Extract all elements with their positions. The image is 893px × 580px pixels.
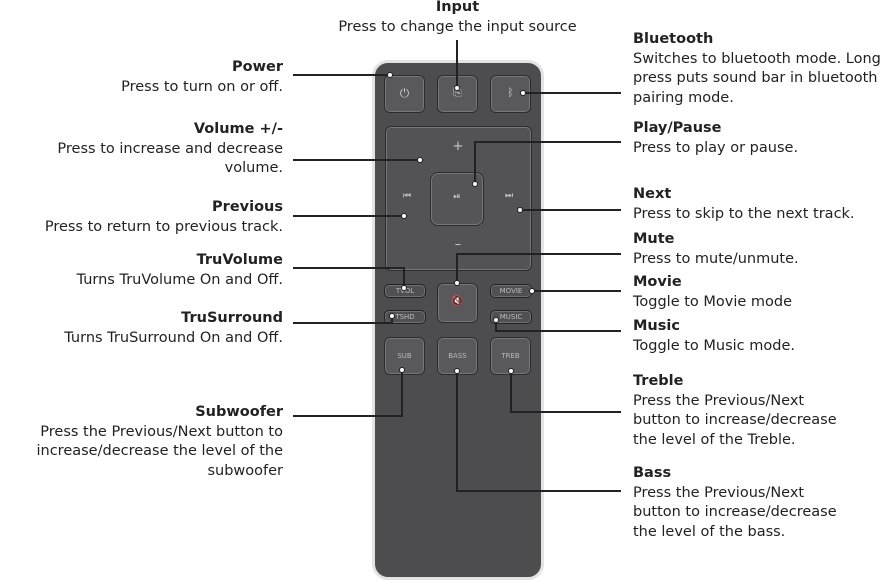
play-pause-icon: ⏯: [453, 192, 461, 202]
sub-button[interactable]: SUB: [384, 337, 425, 375]
treble-desc-1: Press the Previous/Next: [633, 392, 805, 409]
movie-title: Movie: [633, 274, 682, 290]
treble-line: [510, 371, 621, 413]
music-line: [495, 320, 621, 332]
previous-label: Previous Press to return to previous tra…: [0, 198, 283, 237]
previous-desc: Press to return to previous track.: [44, 218, 283, 235]
subwoofer-label: Subwoofer Press the Previous/Next button…: [0, 403, 283, 481]
bluetooth-icon: ᛒ: [507, 86, 514, 99]
subwoofer-desc-2: increase/decrease the level of the: [36, 443, 283, 459]
bluetooth-label: Bluetooth Switches to bluetooth mode. Lo…: [633, 30, 891, 108]
volume-title: Volume +/-: [193, 121, 283, 137]
bass-desc-3: the level of the bass.: [633, 523, 786, 540]
bass-desc-1: Press the Previous/Next: [633, 484, 805, 501]
mute-button[interactable]: 🔇: [437, 283, 478, 323]
bass-title: Bass: [633, 465, 672, 481]
mute-title: Mute: [633, 231, 675, 247]
power-title: Power: [232, 59, 283, 75]
treb-button-label: TREB: [501, 352, 520, 360]
power-button[interactable]: ⏻: [384, 75, 425, 113]
input-icon: ⎘: [453, 86, 462, 99]
mute-label: Mute Press to mute/unmute.: [633, 230, 891, 269]
playpause-line: [474, 141, 621, 184]
volume-down-button[interactable]: –: [454, 237, 462, 252]
previous-title: Previous: [212, 199, 283, 215]
mute-line: [456, 253, 621, 283]
volume-desc-1: Press to increase and decrease: [57, 140, 283, 157]
truvolume-line: [293, 267, 405, 288]
treble-desc-3: the level of the Treble.: [633, 431, 796, 448]
next-icon[interactable]: ⏭: [504, 191, 514, 201]
subwoofer-desc-1: Press the Previous/Next button to: [40, 423, 283, 440]
input-desc: Press to change the input source: [338, 18, 577, 35]
previous-icon[interactable]: ⏮: [402, 191, 412, 201]
music-title: Music: [633, 318, 680, 334]
treble-title: Treble: [633, 373, 684, 389]
bluetooth-title: Bluetooth: [633, 31, 714, 47]
input-label: Input Press to change the input source: [320, 0, 595, 37]
truvolume-label: TruVolume Turns TruVolume On and Off.: [0, 251, 283, 290]
bluetooth-desc-2: press puts sound bar in bluetooth: [633, 70, 878, 86]
next-title: Next: [633, 186, 672, 202]
bass-label: Bass Press the Previous/Next button to i…: [633, 464, 891, 542]
next-label: Next Press to skip to the next track.: [633, 185, 891, 224]
music-label: Music Toggle to Music mode.: [633, 317, 891, 356]
bass-button-label: BASS: [448, 352, 467, 360]
playpause-label: Play/Pause Press to play or pause.: [633, 119, 891, 158]
power-desc: Press to turn on or off.: [121, 78, 283, 95]
subwoofer-title: Subwoofer: [195, 404, 283, 420]
playpause-desc: Press to play or pause.: [633, 139, 799, 156]
trusurround-desc: Turns TruSurround On and Off.: [64, 329, 283, 346]
movie-label: Movie Toggle to Movie mode: [633, 273, 891, 312]
truvolume-desc: Turns TruVolume On and Off.: [76, 271, 283, 288]
sub-button-label: SUB: [397, 352, 412, 360]
volume-label: Volume +/- Press to increase and decreas…: [0, 120, 283, 179]
mute-desc: Press to mute/unmute.: [633, 250, 799, 267]
volume-desc-2: volume.: [224, 160, 283, 176]
trusurround-line: [293, 316, 393, 324]
subwoofer-line: [293, 370, 403, 417]
music-button[interactable]: MUSIC: [490, 310, 532, 324]
next-desc: Press to skip to the next track.: [633, 205, 855, 222]
power-label: Power Press to turn on or off.: [0, 58, 283, 97]
input-title: Input: [435, 0, 480, 15]
power-icon: ⏻: [399, 86, 410, 100]
music-desc: Toggle to Music mode.: [633, 337, 795, 354]
trusurround-label: TruSurround Turns TruSurround On and Off…: [0, 309, 283, 348]
tshd-button[interactable]: TSHD: [384, 310, 426, 324]
treble-desc-2: button to increase/decrease: [633, 412, 837, 428]
callout-lines: [293, 40, 621, 492]
subwoofer-desc-3: subwoofer: [207, 462, 283, 479]
bass-button[interactable]: BASS: [437, 337, 478, 375]
bass-desc-2: button to increase/decrease: [633, 504, 837, 520]
truvolume-title: TruVolume: [196, 252, 283, 268]
volume-up-button[interactable]: +: [452, 139, 464, 154]
movie-desc: Toggle to Movie mode: [633, 293, 793, 310]
bluetooth-desc-3: pairing mode.: [633, 89, 734, 106]
bass-line: [456, 371, 621, 492]
bluetooth-desc-1: Switches to bluetooth mode. Long: [633, 50, 881, 67]
playpause-title: Play/Pause: [633, 120, 722, 136]
trusurround-title: TruSurround: [181, 310, 283, 326]
mute-icon: 🔇: [451, 296, 464, 307]
treble-label: Treble Press the Previous/Next button to…: [633, 372, 891, 450]
